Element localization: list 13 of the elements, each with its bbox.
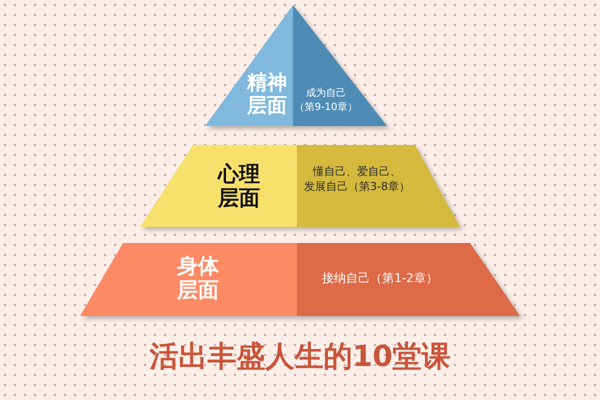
pyramid-layer-left [80,243,297,316]
layer-description: 懂自己、爱自己、发展自己（第3-8章） [303,165,411,195]
pyramid-layer-right [297,145,460,227]
layer-heading: 心理层面 [216,162,261,210]
pyramid-tip-right [293,5,387,126]
pyramid-title: 活出丰盛人生的10堂课 [148,338,452,375]
pyramid-layer-right [297,243,520,316]
layer-description: 成为自己（第9-10章） [294,87,358,114]
layer-description: 接纳自己（第1-2章） [321,270,439,286]
layer-heading: 身体层面 [176,254,220,302]
layer-heading: 精神层面 [246,71,288,117]
pyramid-tip-left [205,5,293,126]
pyramid-layer-left [140,145,297,227]
